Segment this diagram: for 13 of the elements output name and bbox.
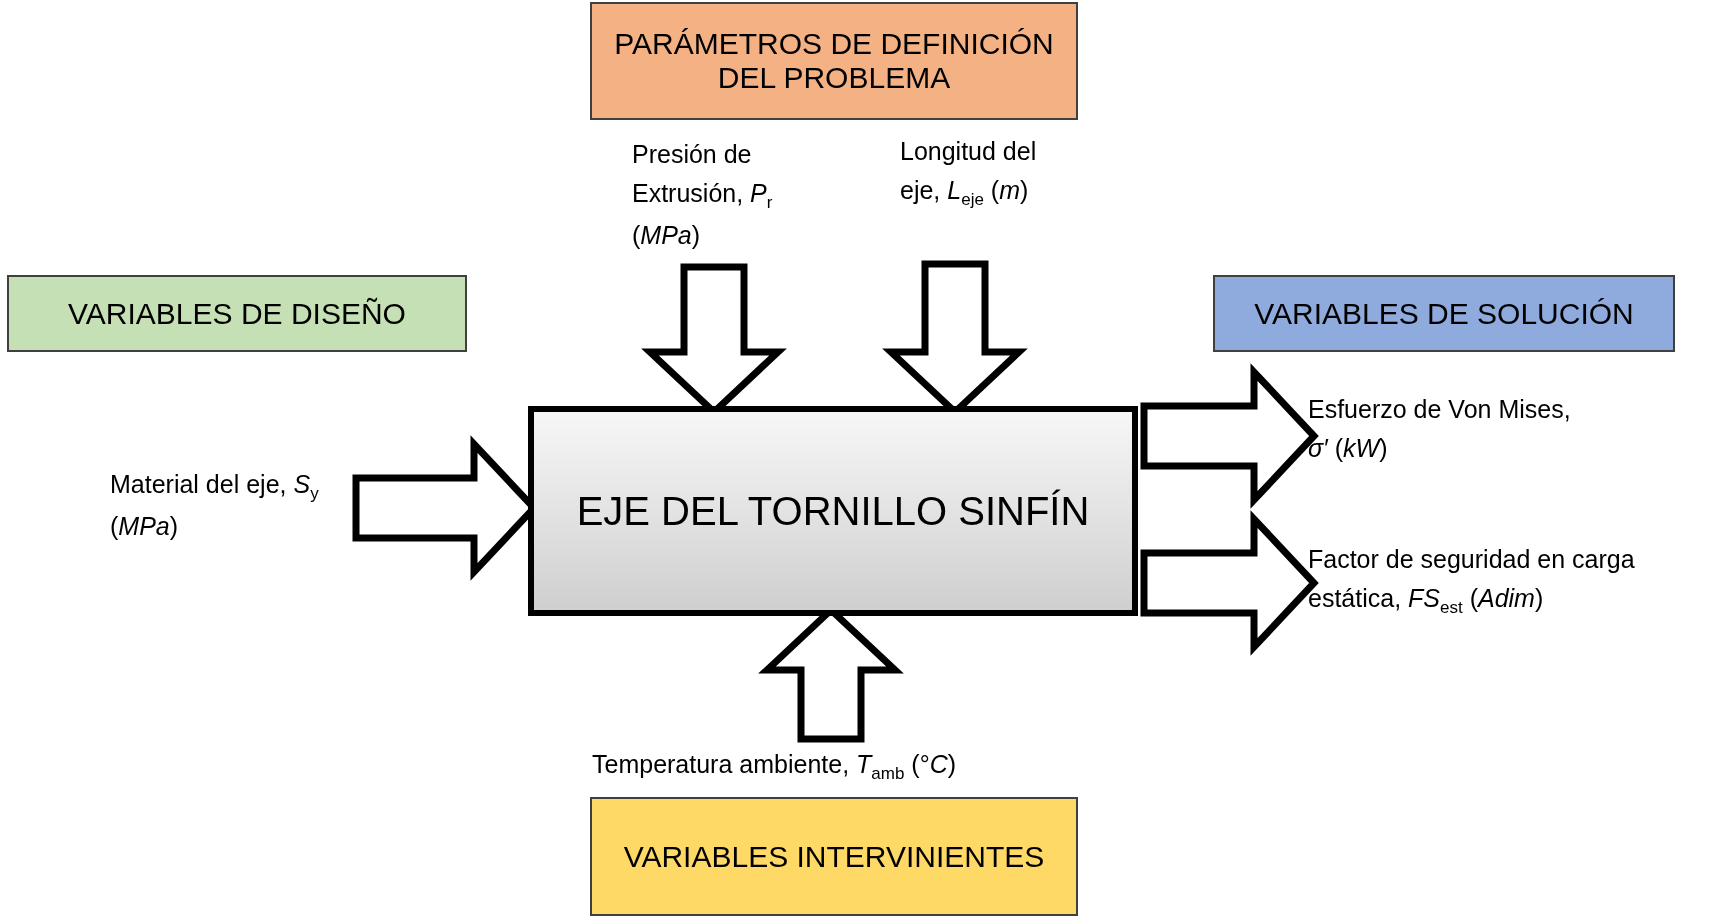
category-box: VARIABLES DE SOLUCIÓN xyxy=(1213,275,1675,352)
parameter-text: Longitud del eje, L$_{eje}$ (m) xyxy=(900,132,1040,258)
parameter-text: Presión de Extrusión, P$_{r}$ (MPa) xyxy=(632,135,782,261)
system-box: EJE DEL TORNILLO SINFÍN xyxy=(528,406,1138,616)
variable-text: Temperatura ambiente, T$_{amb}$ (°C) xyxy=(592,745,1082,789)
category-box: VARIABLES INTERVINIENTES xyxy=(590,797,1078,916)
variable-text: Factor de seguridad en carga estática, FS$_{est}$ (Adim) xyxy=(1308,540,1708,626)
variable-text: Esfuerzo de Von Mises, σ′ (kW) xyxy=(1308,390,1578,476)
category-box: VARIABLES DE DISEÑO xyxy=(7,275,467,352)
variable-text: Material del eje, S$_{y}$ (MPa) xyxy=(110,465,350,551)
block-arrow xyxy=(1140,363,1319,509)
block-arrow xyxy=(1140,510,1319,656)
category-box: PARÁMETROS DE DEFINICIÓN DEL PROBLEMA xyxy=(590,2,1078,120)
